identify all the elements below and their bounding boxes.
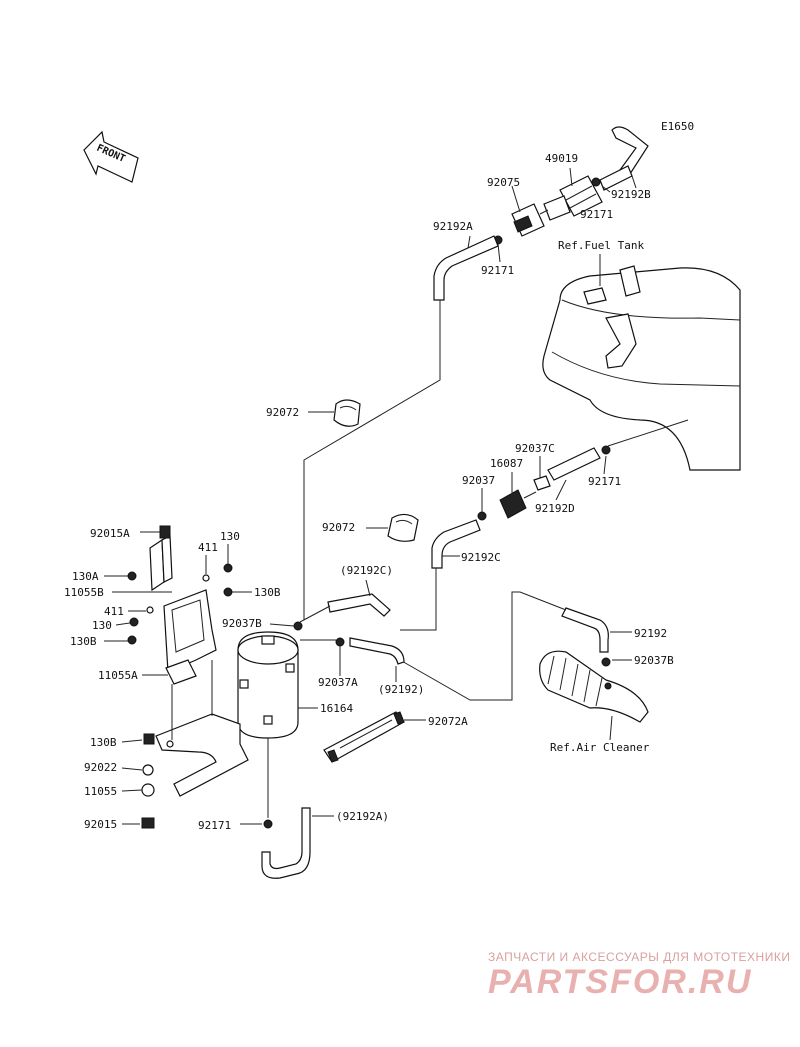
part-92015: 92015 bbox=[84, 818, 117, 831]
part-92192a-paren: (92192A) bbox=[336, 810, 389, 823]
bracket-assembly bbox=[127, 525, 249, 829]
part-92037b-a: 92037B bbox=[634, 654, 674, 667]
strap-92072a bbox=[323, 711, 405, 763]
part-130b-a: 130B bbox=[254, 586, 281, 599]
watermark-tagline: ЗАПЧАСТИ И АКСЕССУАРЫ ДЛЯ МОТОТЕХНИКИ bbox=[488, 950, 791, 964]
part-92171-c: 92171 bbox=[588, 475, 621, 488]
part-11055a: 11055A bbox=[98, 669, 138, 682]
part-411-b: 411 bbox=[104, 605, 124, 618]
watermark-logo: PARTSFOR.RU bbox=[488, 963, 753, 1001]
part-130b-c: 130B bbox=[90, 736, 117, 749]
part-92192: 92192 bbox=[634, 627, 667, 640]
part-130-a: 130 bbox=[220, 530, 240, 543]
part-92037c: 92037C bbox=[515, 442, 555, 455]
front-arrow-icon: FRONT bbox=[83, 130, 139, 183]
part-49019: 49019 bbox=[545, 152, 578, 165]
part-92072a: 92072A bbox=[428, 715, 468, 728]
part-92171-b: 92171 bbox=[481, 264, 514, 277]
part-130b-b: 130B bbox=[70, 635, 97, 648]
ref-fuel-tank: Ref.Fuel Tank bbox=[558, 239, 644, 252]
part-92075: 92075 bbox=[487, 176, 520, 189]
part-92192a: 92192A bbox=[433, 220, 473, 233]
part-92072-b: 92072 bbox=[322, 521, 355, 534]
air-cleaner-reference bbox=[539, 650, 649, 723]
ref-air-cleaner: Ref.Air Cleaner bbox=[550, 741, 650, 754]
clamp-92072-upper bbox=[333, 399, 361, 427]
part-92022: 92022 bbox=[84, 761, 117, 774]
part-92192c-paren: (92192C) bbox=[340, 564, 393, 577]
part-130-b: 130 bbox=[92, 619, 112, 632]
part-92037: 92037 bbox=[462, 474, 495, 487]
canister-16164 bbox=[237, 621, 303, 818]
part-92192b: 92192B bbox=[611, 188, 651, 201]
part-11055b: 11055B bbox=[64, 586, 104, 599]
fuel-filter-assembly bbox=[493, 126, 649, 263]
part-92192c: 92192C bbox=[461, 551, 501, 564]
part-92037b-b: 92037B bbox=[222, 617, 262, 630]
part-92072-a: 92072 bbox=[266, 406, 299, 419]
part-92037a: 92037A bbox=[318, 676, 358, 689]
clamp-92072-middle bbox=[387, 513, 419, 542]
part-92192-paren: (92192) bbox=[378, 683, 424, 696]
part-411-a: 411 bbox=[198, 541, 218, 554]
part-16087: 16087 bbox=[490, 457, 523, 470]
part-92192d: 92192D bbox=[535, 502, 575, 515]
part-11055: 11055 bbox=[84, 785, 117, 798]
part-130a: 130A bbox=[72, 570, 99, 583]
fuel-tank-reference bbox=[542, 265, 741, 471]
diagram-code: E1650 bbox=[661, 120, 694, 133]
part-92171-d: 92171 bbox=[198, 819, 231, 832]
part-16164: 16164 bbox=[320, 702, 353, 715]
part-92015a: 92015A bbox=[90, 527, 130, 540]
part-92171-a: 92171 bbox=[580, 208, 613, 221]
